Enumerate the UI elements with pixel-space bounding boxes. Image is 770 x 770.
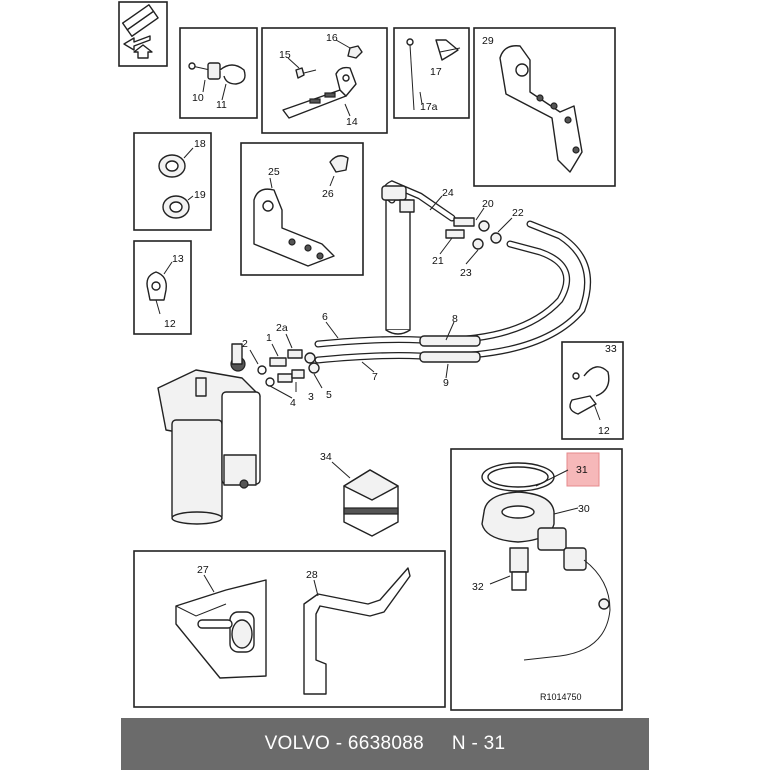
label-13: 13 xyxy=(172,253,184,265)
label-22: 22 xyxy=(512,207,524,219)
label-29: 29 xyxy=(482,35,494,47)
label-8: 8 xyxy=(452,313,458,325)
label-18: 18 xyxy=(194,138,206,150)
label-7: 7 xyxy=(372,371,378,383)
label-28: 28 xyxy=(306,569,318,581)
label-2: 2 xyxy=(242,338,248,350)
label-10: 10 xyxy=(192,92,204,104)
label-24: 24 xyxy=(442,187,454,199)
label-6: 6 xyxy=(322,311,328,323)
label-2a: 2a xyxy=(276,322,288,334)
footer-banner: VOLVO - 6638088 N - 31 xyxy=(121,718,649,770)
bracket-kit-box: 15 16 14 xyxy=(261,27,388,134)
clamp-33-box: 33 12 xyxy=(561,341,624,440)
bracket-29-box: 29 xyxy=(473,27,616,187)
label-21: 21 xyxy=(432,255,444,267)
label-4: 4 xyxy=(290,397,296,409)
highlight-31 xyxy=(566,452,600,487)
label-20: 20 xyxy=(482,198,494,210)
label-15: 15 xyxy=(279,49,291,61)
label-12a: 12 xyxy=(164,318,176,330)
label-25: 25 xyxy=(268,166,280,178)
label-33: 33 xyxy=(605,343,617,355)
label-11: 11 xyxy=(216,99,227,111)
label-17a: 17a xyxy=(420,101,438,113)
navigation-arrow-icon[interactable] xyxy=(118,1,168,67)
cable-tie-box: 17 17a xyxy=(393,27,470,119)
label-30: 30 xyxy=(578,503,590,515)
label-31: 31 xyxy=(576,464,588,476)
label-27: 27 xyxy=(197,564,209,576)
grommet-box: 18 19 xyxy=(133,132,212,231)
label-9: 9 xyxy=(443,377,449,389)
label-34: 34 xyxy=(320,451,332,463)
fuel-filter-assembly: 2 1 2a 4 3 5 6 7 8 9 24 20 22 21 23 xyxy=(157,180,592,525)
label-1: 1 xyxy=(266,332,272,344)
part-34: 34 xyxy=(320,451,399,537)
part-number-caption: VOLVO - 6638088 N - 31 xyxy=(264,733,506,754)
brackets-27-28-box: 27 28 xyxy=(133,550,446,708)
label-3: 3 xyxy=(308,391,314,403)
label-12b: 12 xyxy=(598,425,610,437)
clamp-kit-box: 10 11 xyxy=(179,27,258,119)
bracket-25-box: 25 26 xyxy=(240,142,364,276)
reference-code: R1014750 xyxy=(540,692,582,702)
label-16: 16 xyxy=(326,32,338,44)
label-5: 5 xyxy=(326,389,332,401)
label-17: 17 xyxy=(430,66,442,78)
clip-box: 13 12 xyxy=(133,240,192,335)
sensor-kit-box: 31 30 32 R1014750 xyxy=(450,448,623,711)
label-23: 23 xyxy=(460,267,472,279)
label-19: 19 xyxy=(194,189,206,201)
label-26: 26 xyxy=(322,188,334,200)
label-32: 32 xyxy=(472,581,484,593)
label-14: 14 xyxy=(346,116,358,128)
